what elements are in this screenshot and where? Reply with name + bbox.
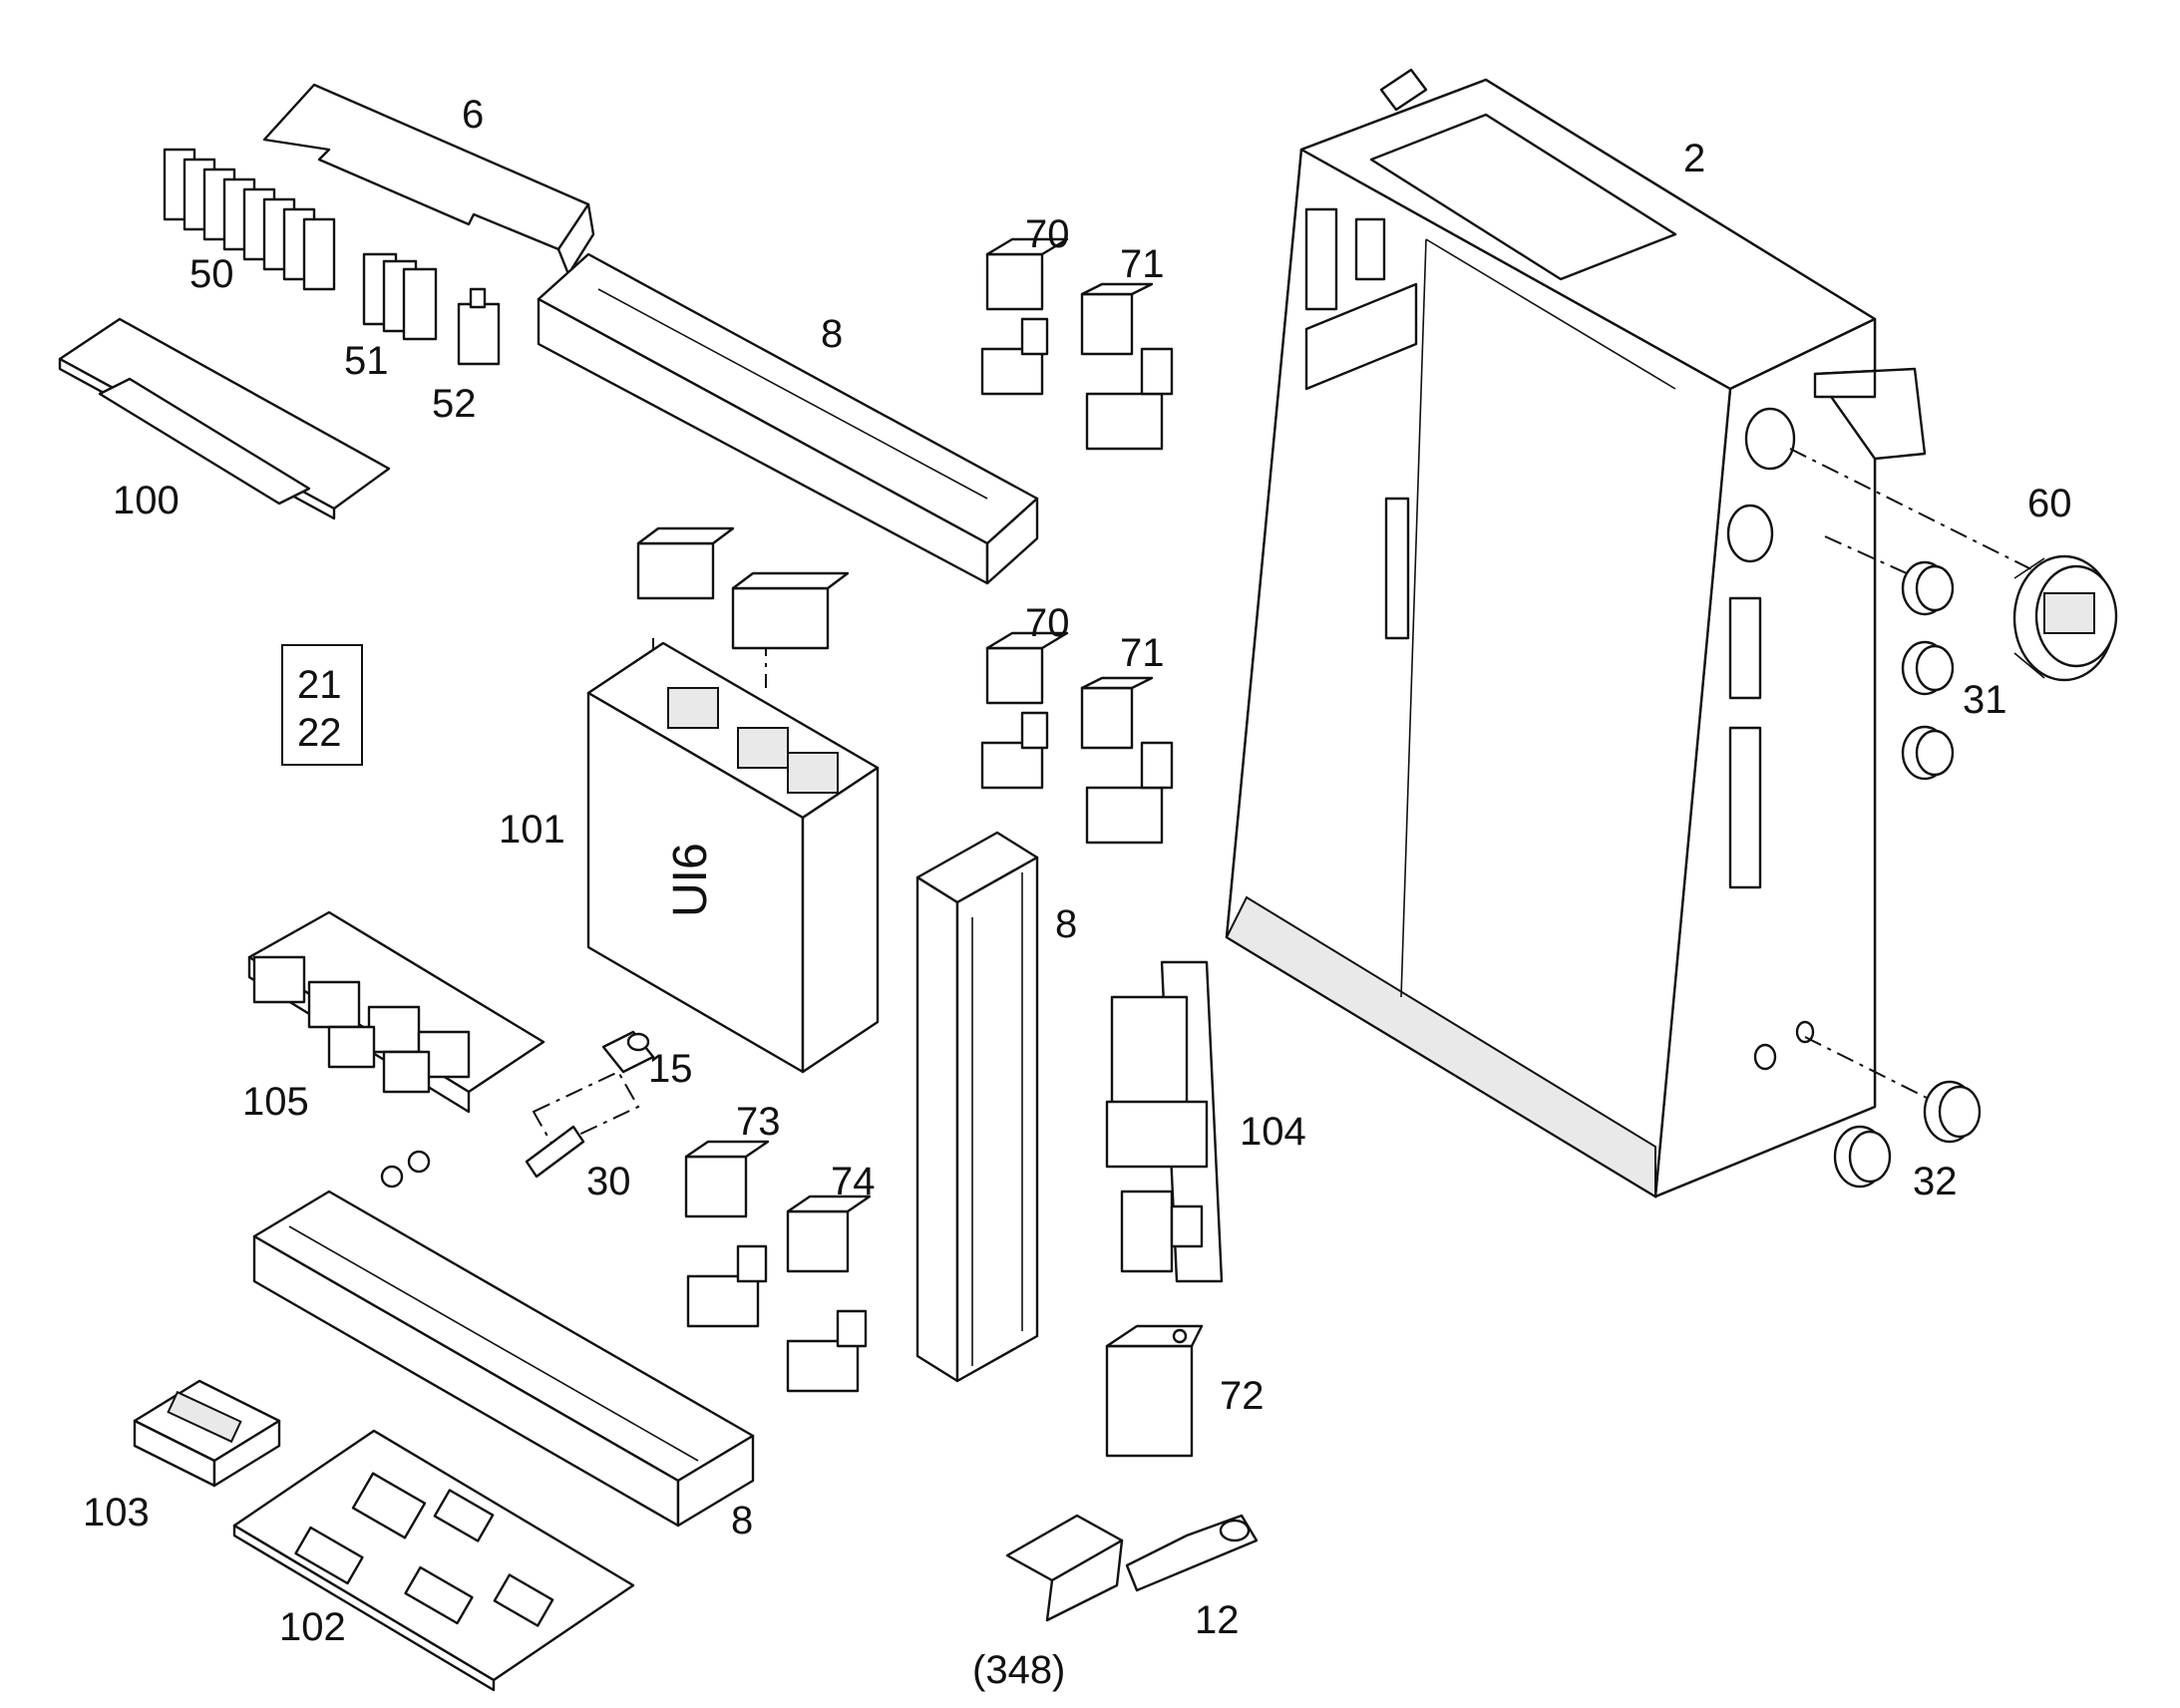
connector-101a [636,526,735,600]
cable-lug-12 [1125,1514,1259,1592]
callout-8b: 8 [1055,902,1077,946]
terminal-348 [1005,1514,1124,1622]
circuit-board-102 [232,1429,635,1692]
module-104 [1105,960,1224,1283]
enclosure-housing [1225,68,1927,1198]
relay-70-top [980,237,1069,396]
relay-board-105 [247,910,545,1114]
standoff-15 [601,1030,655,1074]
callout-6: 6 [462,93,484,137]
wiring-duct-top [537,252,1039,585]
relay-72 [1105,1324,1204,1458]
connector-101b [731,571,850,650]
callout-51: 51 [344,339,389,383]
callout-101: 101 [499,808,565,852]
callout-8a: 8 [821,312,843,356]
callout-71b: 71 [1120,631,1165,675]
callout-102: 102 [279,1605,346,1649]
callout-73: 73 [736,1100,781,1144]
callout-104: 104 [1240,1110,1306,1154]
callout-70a: 70 [1025,212,1070,256]
wiring-duct-bottom [252,1190,755,1528]
ecu-101: UI6 [586,641,880,1074]
callout-12: 12 [1195,1598,1240,1642]
plugs-32 [1833,1080,1982,1189]
callout-52: 52 [432,382,477,426]
breakers-50 [163,148,336,291]
wiring-duct-vertical [915,831,1039,1383]
relay-71-mid [1080,676,1174,845]
callout-2: 2 [1683,137,1705,180]
callout-15: 15 [648,1047,693,1091]
callout-348: (348) [972,1648,1065,1692]
callout-70b: 70 [1025,601,1070,645]
callout-22: 22 [297,711,342,755]
callout-100: 100 [113,479,180,522]
callout-31: 31 [1963,678,2007,722]
callout-30: 30 [586,1160,631,1203]
connector-103 [133,1379,281,1488]
callout-21: 21 [297,663,342,707]
spacer-30 [380,1125,585,1189]
callout-60: 60 [2027,482,2072,525]
callout-72: 72 [1220,1374,1265,1418]
breakers-51 [362,252,438,341]
callout-8c: 8 [731,1499,753,1542]
breaker-52 [457,287,501,366]
relay-74 [786,1195,872,1393]
switch-panel-100 [58,317,391,520]
callout-71a: 71 [1120,242,1165,286]
relay-71-top [1080,282,1174,451]
callout-32: 32 [1913,1160,1958,1203]
callout-box-21-22 [281,644,363,766]
callout-74: 74 [831,1160,876,1203]
gauge-60 [2012,554,2118,682]
relay-70-mid [980,631,1069,790]
ecu-marking: UI6 [664,843,717,917]
callout-105: 105 [242,1080,309,1124]
plugs-31 [1901,560,1955,781]
relay-73 [684,1140,770,1328]
callout-50: 50 [189,252,234,296]
bracket-6 [262,83,595,276]
callout-103: 103 [83,1491,150,1535]
